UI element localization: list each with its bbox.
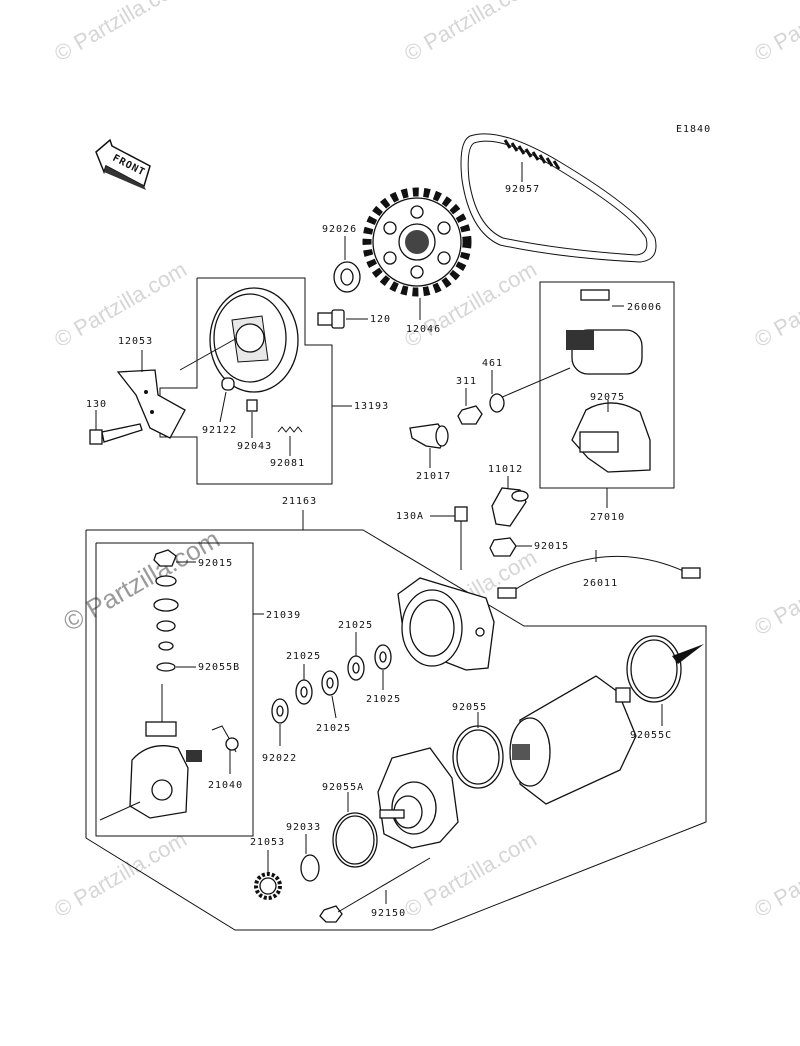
part-label-21040: 21040 <box>208 780 243 791</box>
part-label-92055: 92055 <box>452 702 487 713</box>
part-label-92150: 92150 <box>371 908 406 919</box>
brush-holder-group <box>95 542 264 837</box>
watermark: © Partzilla.com <box>750 827 800 923</box>
sprocket <box>362 187 472 320</box>
motor-body <box>509 675 637 805</box>
part-label-21163: 21163 <box>282 496 317 507</box>
part-label-92026: 92026 <box>322 224 357 235</box>
part-label-92055B: 92055B <box>198 662 240 673</box>
chain <box>460 133 657 263</box>
part-label-130: 130 <box>86 399 107 410</box>
watermark: © Partzilla.com <box>50 0 191 66</box>
part-label-92033: 92033 <box>286 822 321 833</box>
oring-92055C <box>626 635 704 726</box>
gear-21053 <box>254 850 282 900</box>
part-label-311: 311 <box>456 376 477 387</box>
cable-26011 <box>497 550 701 599</box>
washer-92026 <box>333 236 361 293</box>
part-label-92081: 92081 <box>270 458 305 469</box>
part-label-11012: 11012 <box>488 464 523 475</box>
part-label-92055A: 92055A <box>322 782 364 793</box>
part-label-26011: 26011 <box>583 578 618 589</box>
circlip-92033 <box>300 834 320 882</box>
bolt-130 <box>89 410 143 445</box>
part-label-12046: 12046 <box>406 324 441 335</box>
part-label-92022: 92022 <box>262 753 297 764</box>
boot-21017 <box>409 423 449 468</box>
bolt-92150 <box>319 857 431 923</box>
part-label-120: 120 <box>370 314 391 325</box>
watermark-center: © Partzilla.com <box>58 524 225 638</box>
bracket-12053 <box>116 350 186 439</box>
part-label-21017: 21017 <box>416 471 451 482</box>
front-arrow-icon: FRONT <box>95 138 151 190</box>
part-label-21025-b: 21025 <box>338 620 373 631</box>
part-label-21025-d: 21025 <box>316 723 351 734</box>
nut-92015-upper <box>489 537 532 557</box>
oring-92055 <box>452 712 504 789</box>
part-label-21053: 21053 <box>250 837 285 848</box>
part-label-92055C: 92055C <box>630 730 672 741</box>
part-label-92043: 92043 <box>237 441 272 452</box>
washer-461 <box>489 370 505 413</box>
part-label-92122: 92122 <box>202 425 237 436</box>
part-label-21039: 21039 <box>266 610 301 621</box>
part-label-21025-a: 21025 <box>286 651 321 662</box>
bolt-120 <box>317 309 368 329</box>
starter-clutch-group <box>159 277 352 485</box>
watermark: © Partzilla.com <box>50 827 191 923</box>
oring-92055A <box>332 792 378 868</box>
watermark: © Partzilla.com <box>750 257 800 353</box>
shim-washers <box>271 632 392 746</box>
part-label-130A: 130A <box>396 511 424 522</box>
watermark: © Partzilla.com <box>750 0 800 66</box>
relay-group <box>499 281 675 508</box>
part-label-12053: 12053 <box>118 336 153 347</box>
part-label-461: 461 <box>482 358 503 369</box>
watermark: © Partzilla.com <box>400 0 541 66</box>
part-label-92015-upper: 92015 <box>534 541 569 552</box>
nut-311 <box>457 388 483 425</box>
part-label-92015-lower: 92015 <box>198 558 233 569</box>
rear-end-cover <box>397 577 495 671</box>
part-label-26006: 26006 <box>627 302 662 313</box>
part-label-92057: 92057 <box>505 184 540 195</box>
diagram-code: E1840 <box>676 124 711 135</box>
starter-motor-outline <box>85 529 707 931</box>
boot-11012 <box>491 476 529 527</box>
front-end-cover <box>377 747 459 849</box>
watermark: © Partzilla.com <box>750 545 800 641</box>
part-label-92075: 92075 <box>590 392 625 403</box>
bolt-130A <box>430 506 468 570</box>
part-label-13193: 13193 <box>354 401 389 412</box>
part-label-27010: 27010 <box>590 512 625 523</box>
part-label-21025-c: 21025 <box>366 694 401 705</box>
